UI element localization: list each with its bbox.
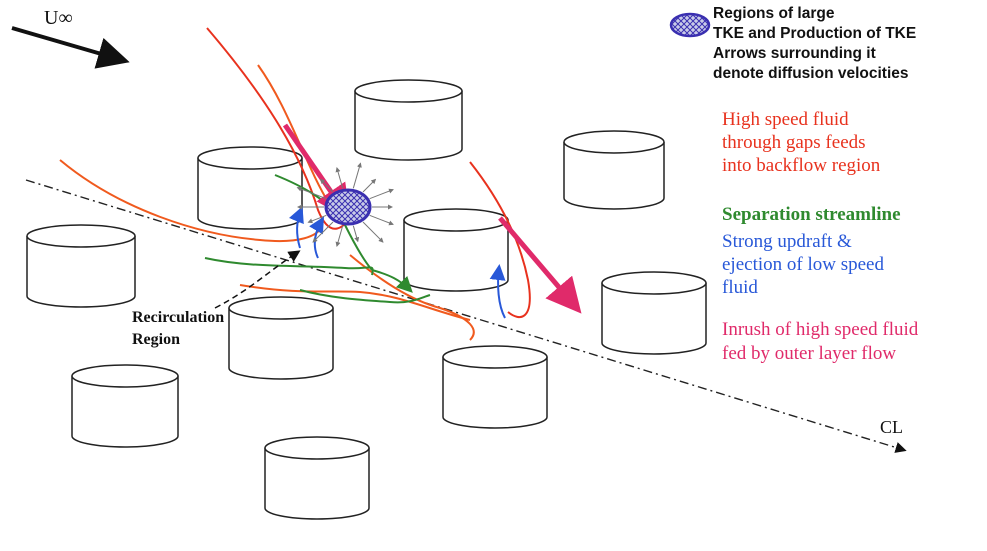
updraft-arrow <box>489 264 506 319</box>
diffusion-arrow <box>335 225 344 247</box>
cylinder <box>403 208 509 292</box>
recirculation-label: Recirculation Region <box>132 309 228 348</box>
centerline <box>25 179 907 453</box>
freestream-label: U∞ <box>44 7 73 29</box>
cylinder <box>197 146 303 230</box>
legend-high-speed-line: into backflow region <box>722 155 881 176</box>
tke-region <box>296 162 394 247</box>
diffusion-arrow <box>296 186 327 200</box>
legend-tke: Regions of large TKE and Production of T… <box>713 4 916 84</box>
legend-inrush-line: fed by outer layer flow <box>722 343 897 364</box>
legend-updraft-line: Strong updraft & <box>722 231 852 252</box>
cylinder <box>563 130 665 210</box>
diffusion-arrows <box>296 162 394 247</box>
updraft-arrow <box>289 206 304 249</box>
legend-high-speed-line: through gaps feeds <box>722 132 866 153</box>
cylinder <box>442 345 548 429</box>
recirculation-line: Region <box>132 331 180 348</box>
high-speed-streamline <box>206 27 356 230</box>
legend-tke-line: Regions of large <box>713 5 835 22</box>
cylinder <box>228 296 334 380</box>
cylinder <box>601 271 707 355</box>
diffusion-arrow <box>352 162 362 189</box>
legend-inrush: Inrush of high speed fluid fed by outer … <box>722 318 918 366</box>
cylinder <box>26 224 136 308</box>
legend-high-speed-line: High speed fluid <box>722 109 849 130</box>
legend-inrush-line: Inrush of high speed fluid <box>722 319 919 340</box>
recirculation-line: Recirculation <box>132 309 224 326</box>
tke-ellipse <box>324 188 372 226</box>
diffusion-arrow <box>362 221 384 243</box>
diffusion-arrow <box>312 221 334 243</box>
diffusion-arrow <box>352 225 360 243</box>
cylinder <box>354 79 463 161</box>
cylinder <box>264 436 370 520</box>
diffusion-arrow <box>319 178 334 193</box>
separation-streamline <box>299 289 431 304</box>
diffusion-arrow <box>362 178 377 193</box>
legend-tke-line: TKE and Production of TKE <box>713 25 917 42</box>
recirculation-arrow <box>214 250 301 309</box>
cylinder-array <box>26 79 707 520</box>
legend-separation: Separation streamline <box>722 203 901 226</box>
legend-separation-line: Separation streamline <box>722 204 901 225</box>
diffusion-arrow <box>335 167 344 189</box>
legend-tke-symbol <box>669 12 711 38</box>
diffusion-arrow <box>369 188 394 200</box>
legend-updraft-line: ejection of low speed <box>722 254 884 275</box>
legend-tke-line: Arrows surrounding it <box>713 45 876 62</box>
legend-high-speed: High speed fluid through gaps feeds into… <box>722 108 880 177</box>
legend-tke-line: denote diffusion velocities <box>713 65 909 82</box>
high-speed-streamline <box>239 284 471 321</box>
freestream-arrow <box>11 26 130 69</box>
cylinder <box>71 364 179 448</box>
diffusion-arrow <box>307 214 327 224</box>
diffusion-arrow <box>369 214 394 226</box>
legend-updraft: Strong updraft & ejection of low speed f… <box>722 230 884 299</box>
legend-updraft-line: fluid <box>722 277 758 298</box>
inrush-arrow <box>498 216 582 314</box>
separation-streamline <box>371 269 413 293</box>
separation-streamline <box>204 257 374 276</box>
high-speed-streamline <box>469 161 531 319</box>
centerline-label: CL <box>880 417 903 437</box>
high-speed-streamline <box>59 159 323 242</box>
